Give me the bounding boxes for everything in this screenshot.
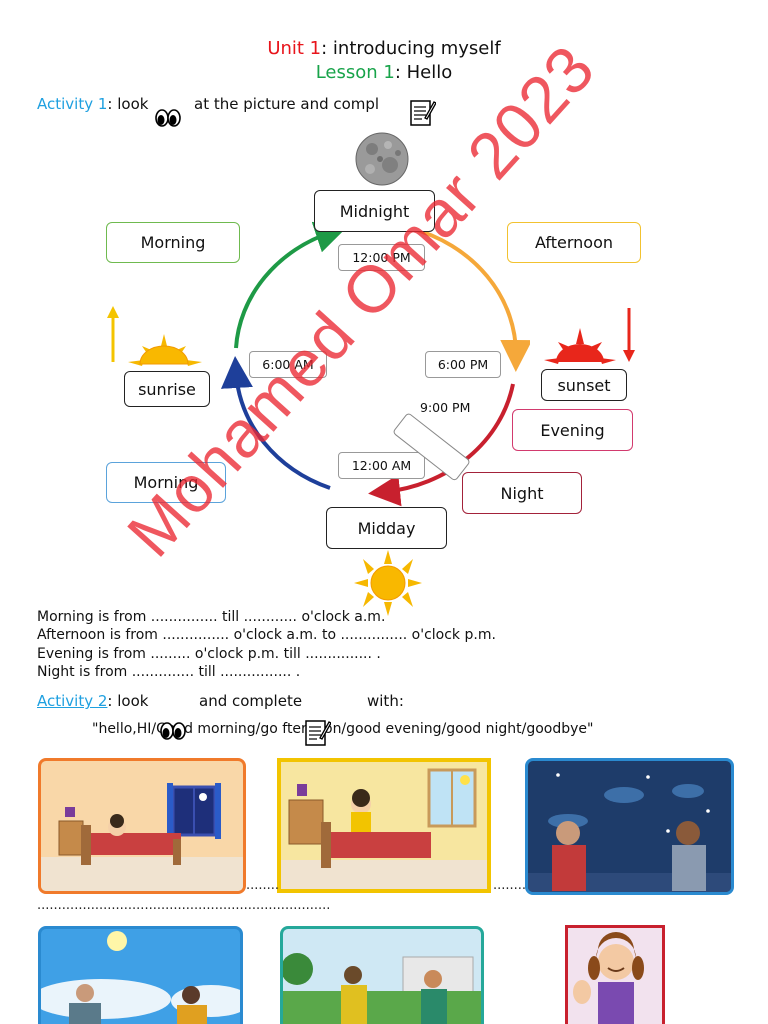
time-bottom: 12:00 AM [338,452,425,479]
sentence-afternoon: Afternoon is from ............... o'cloc… [37,627,496,643]
unit-text: : introducing myself [321,38,501,59]
unit-label: Unit 1 [267,38,322,59]
activity1-text-b: at the picture and compl [194,95,380,113]
moon-icon [355,132,409,186]
answer-line-b: ........................................… [493,878,525,893]
unit-title: Unit 1: introducing myself [0,38,768,59]
picture-park-waving [280,926,484,1024]
write-icon-2 [305,720,331,746]
time-left: 6:00 AM [249,351,327,378]
activity2-label: Activity 2 [37,692,108,710]
eyes-icon-2 [160,722,186,740]
activity2-instruction: Activity 2: look [37,692,148,710]
day-outdoors-scene [41,931,240,1024]
picture-girl-waving [565,925,665,1024]
label-midday: Midday [326,507,447,549]
time-top: 12:00 PM [338,244,425,271]
day-cycle-arrows [220,221,530,507]
activity2-text-c: with: [367,692,404,710]
time-right: 6:00 PM [425,351,501,378]
label-sunset: sunset [541,369,627,401]
sentence-morning: Morning is from ............... till ...… [37,609,386,625]
time-nine: 9:00 PM [420,400,471,415]
park-waving-scene [283,953,481,1024]
label-morning-top: Morning [106,222,240,263]
label-evening: Evening [512,409,633,451]
bedroom-morning-scene [281,768,487,889]
label-sunrise: sunrise [124,371,210,407]
lesson-label: Lesson 1 [315,62,395,83]
label-morning-bottom: Morning [106,462,226,503]
label-afternoon: Afternoon [507,222,641,263]
sentence-evening: Evening is from ......... o'clock p.m. t… [37,646,381,662]
answer-line-a: ........................................… [246,878,278,893]
picture-night-outdoors [525,758,734,895]
sunset-sun-icon [544,308,635,364]
sentence-night: Night is from .............. till ......… [37,664,301,680]
activity1-label: Activity 1 [37,95,108,113]
bedroom-night-scene [41,783,243,891]
word-bank: "hello,HI/Good morning/go fternoon/good … [92,721,594,737]
picture-bedroom-night [38,758,246,894]
picture-bedroom-morning [277,758,491,893]
activity2-text-a: : look [107,692,149,710]
label-night: Night [462,472,582,514]
eyes-icon [155,109,181,127]
girl-waving-scene [573,932,644,1024]
write-icon [410,100,436,126]
activity2-text-b: and complete [199,692,303,710]
picture-day-outdoors [38,926,243,1024]
midday-sun-icon [354,550,422,616]
activity1-instruction: Activity 1: look [37,95,148,113]
lesson-text: : Hello [394,62,453,83]
answer-line-c: ........................................… [37,898,329,913]
sunrise-sun-icon [107,306,202,366]
lesson-title: Lesson 1: Hello [0,62,768,83]
night-outdoors-scene [528,773,731,892]
activity1-text-a: : look [107,95,149,113]
label-midnight: Midnight [314,190,435,232]
